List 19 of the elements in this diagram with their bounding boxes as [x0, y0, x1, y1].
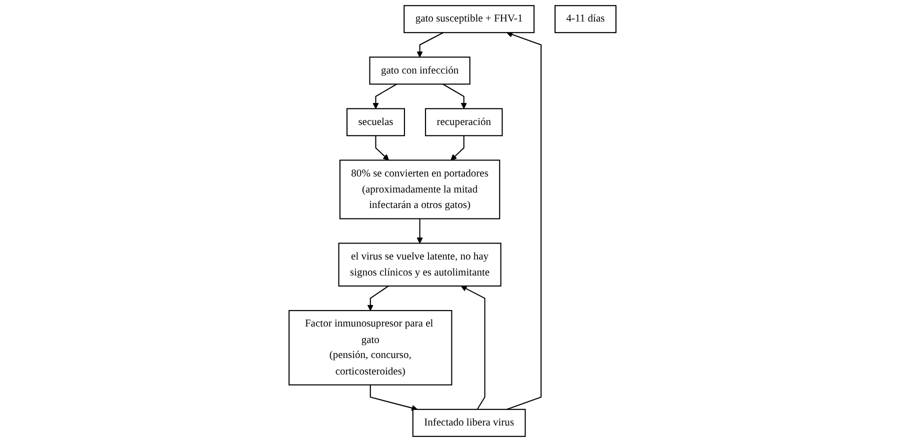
arrow — [416, 32, 444, 58]
arrow — [372, 84, 397, 109]
node-box: recuperación — [424, 108, 503, 136]
arrow — [416, 218, 423, 244]
node-box: gato susceptible + FHV-1 — [404, 5, 535, 34]
arrow — [506, 32, 542, 410]
arrow — [460, 286, 486, 410]
arrow — [450, 136, 464, 160]
node-box: el virus se vuelve latente, no hay signos clínicos y es autolimitante — [338, 242, 502, 287]
arrow — [375, 136, 390, 160]
node-box: 80% se convierten en portadores (aproximadamente la mitad infectarán a otros gatos) — [339, 160, 500, 220]
node-box: 4-11 días — [554, 5, 616, 34]
arrow — [442, 84, 467, 109]
arrow — [367, 286, 389, 311]
node-box: Infectado libera virus — [412, 408, 526, 437]
node-box: gato con infección — [369, 56, 470, 85]
node-box: Factor inmunosupresor para el gato (pensión, concurso, corticosteroides) — [288, 310, 452, 386]
arrow — [370, 384, 418, 411]
node-box: secuelas — [346, 108, 405, 136]
